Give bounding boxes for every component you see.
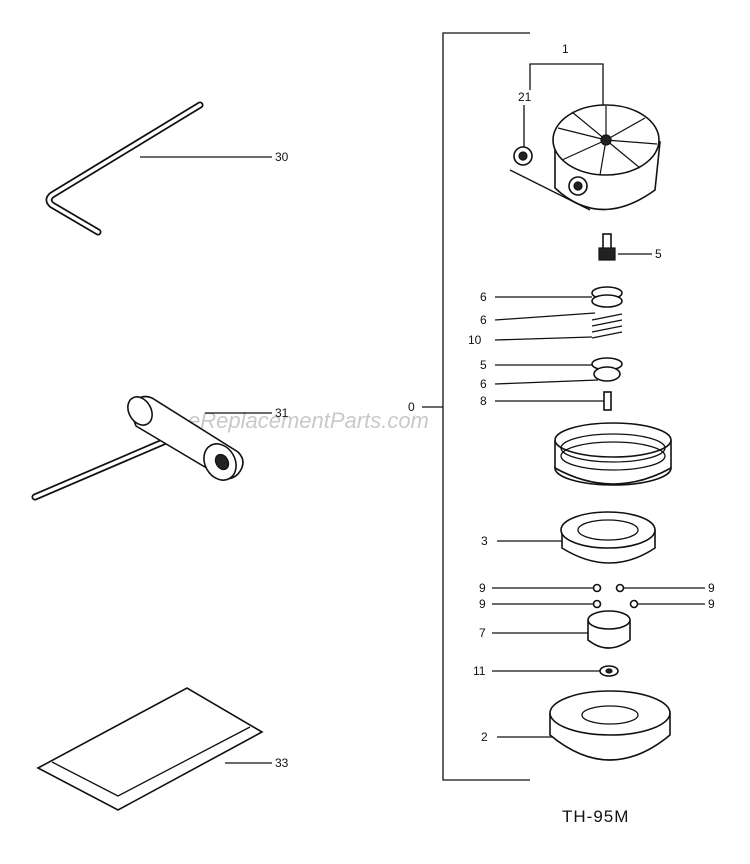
callout-2: 2 [481, 730, 488, 744]
head-housing-part[interactable] [509, 63, 661, 211]
callout-11: 11 [473, 664, 486, 678]
booklet-part[interactable] [36, 687, 272, 811]
callout-33: 33 [275, 756, 289, 770]
spring-part[interactable] [494, 313, 623, 341]
drive-hub-part[interactable] [492, 610, 631, 649]
callout-0: 0 [408, 400, 415, 414]
base-cover-part[interactable] [497, 690, 671, 761]
callout-1: 1 [562, 42, 569, 56]
callout-7: 7 [479, 626, 486, 640]
callout-21: 21 [518, 90, 532, 104]
washer-part[interactable] [492, 665, 619, 677]
callout-31: 31 [275, 406, 289, 420]
plug-wrench-part[interactable] [31, 393, 272, 501]
callout-6-c: 6 [480, 377, 487, 391]
callout-9-b: 9 [479, 597, 486, 611]
hex-key-part[interactable] [45, 101, 272, 236]
callout-3: 3 [481, 534, 488, 548]
callout-9-d: 9 [708, 597, 715, 611]
callout-10: 10 [468, 333, 482, 347]
callout-labels: 1 21 5 6 6 10 5 6 8 0 3 9 9 9 9 7 11 2 3… [275, 42, 715, 770]
callout-9-a: 9 [479, 581, 486, 595]
callout-5-bolt: 5 [655, 247, 662, 261]
model-name: TH-95M [562, 807, 629, 826]
watermark: eReplacementParts.com [188, 408, 429, 433]
callout-6-b: 6 [480, 313, 487, 327]
callout-9-c: 9 [708, 581, 715, 595]
assembly-bracket [422, 32, 530, 781]
pin-part[interactable] [495, 391, 612, 411]
callout-6-a: 6 [480, 290, 487, 304]
upper-washers-part[interactable] [494, 286, 623, 321]
spool-retainer-part[interactable] [497, 511, 656, 564]
callout-5-washer: 5 [480, 358, 487, 372]
bolt-part[interactable] [598, 233, 652, 261]
spool-part[interactable] [554, 422, 672, 486]
ball-bearings-part[interactable] [492, 583, 705, 609]
callout-8: 8 [480, 394, 487, 408]
callout-30: 30 [275, 150, 289, 164]
lower-washers-part[interactable] [494, 357, 623, 385]
